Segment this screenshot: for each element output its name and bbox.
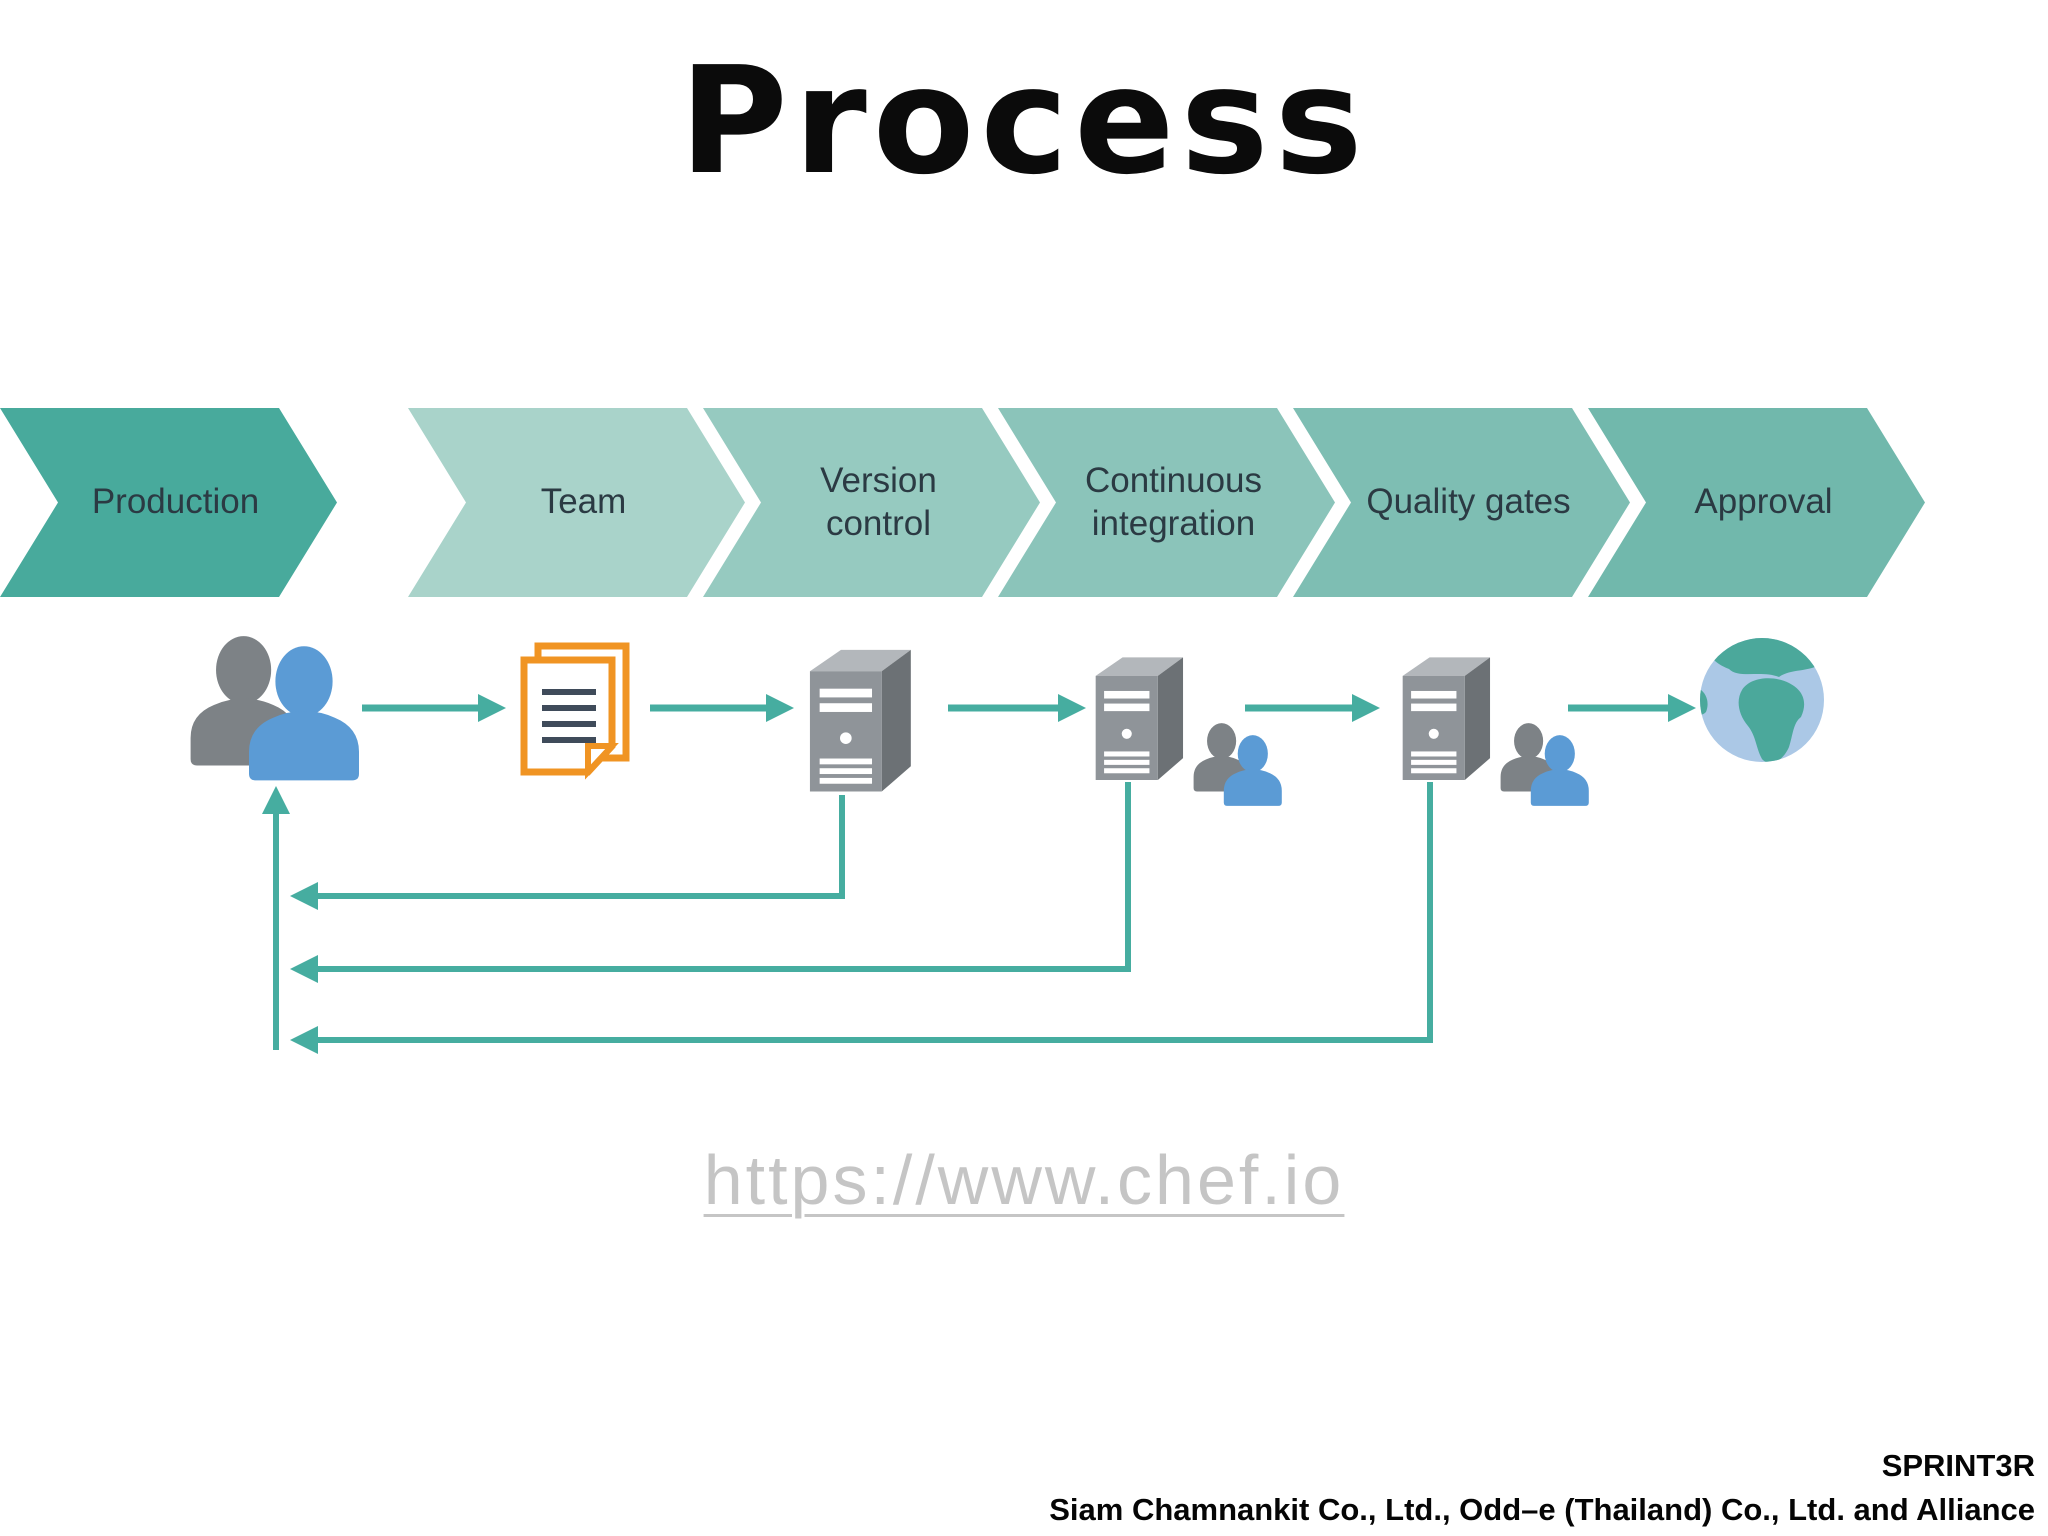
process-step-version-control: Version control (703, 408, 1040, 597)
chef-link-wrap: https://www.chef.io (0, 1140, 2048, 1220)
flow-arrow (1245, 694, 1380, 722)
flow-arrow (362, 694, 506, 722)
footer-brand: SPRINT3R (1881, 1448, 2035, 1483)
quality-gates-server-icon (1095, 657, 1184, 780)
document-icon (520, 642, 630, 780)
process-step-continuous-integration: Continuous integration (998, 408, 1335, 597)
slide-title: Process (679, 35, 1369, 207)
flow-arrow (1568, 694, 1696, 722)
process-step-label: Version control (820, 460, 937, 543)
process-step-label: Quality gates (1366, 482, 1571, 522)
chef-link[interactable]: https://www.chef.io (703, 1141, 1345, 1219)
approval-people-icon (1500, 723, 1589, 806)
globe-icon (1700, 638, 1824, 762)
feedback-loop-approval (290, 782, 1433, 1054)
approval-server-icon (1402, 657, 1491, 780)
process-step-label: Team (540, 482, 627, 522)
footer-credits: Siam Chamnankit Co., Ltd., Odd–e (Thaila… (1049, 1492, 2035, 1527)
feedback-loop-quality-gates (290, 782, 1131, 983)
flow-arrow (948, 694, 1086, 722)
feedback-up-arrow (262, 786, 290, 1050)
process-step-label: Approval (1694, 482, 1833, 522)
team-people-icon (190, 636, 359, 781)
flow-arrow (650, 694, 794, 722)
feedback-loop-ci (290, 795, 845, 910)
process-step-label: Continuous integration (1084, 460, 1263, 543)
process-step-label: Production (91, 482, 260, 522)
quality-gates-people-icon (1193, 723, 1282, 806)
ci-server-icon (809, 649, 911, 792)
